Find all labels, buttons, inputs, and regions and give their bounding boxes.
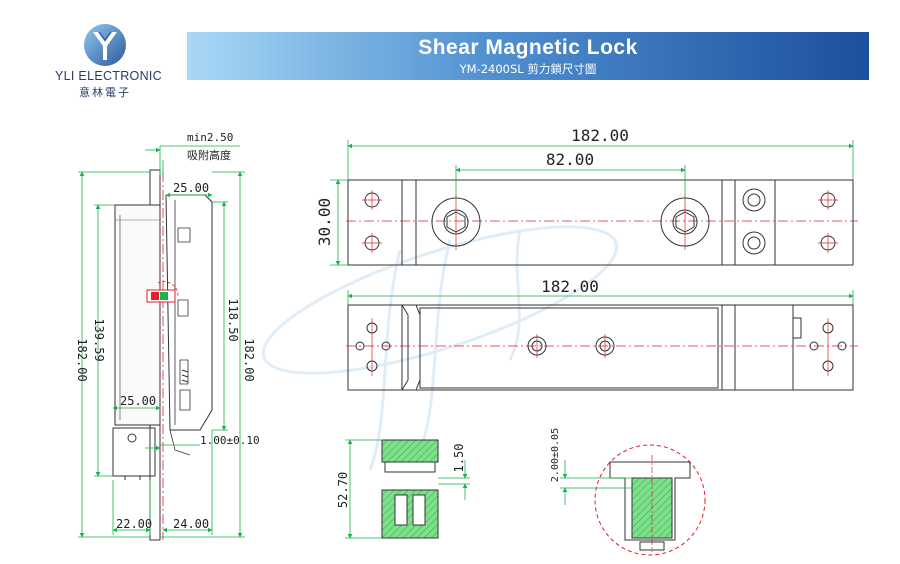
top-view-holes — [364, 188, 836, 255]
front-view-body — [347, 304, 854, 391]
dim-top-height: 30.00 — [315, 198, 334, 246]
dim-gap: 1.00±0.10 — [200, 434, 260, 447]
top-view: 182.00 82.00 30.00 — [315, 126, 858, 266]
section-top-block — [381, 439, 439, 463]
dim-section-gap: 1.50 — [452, 444, 466, 473]
dim-top-width: 25.00 — [173, 181, 209, 195]
dim-base-left: 22.00 — [116, 517, 152, 531]
watermark — [261, 225, 619, 471]
detail-bolt: 2.00±0.05 — [550, 428, 706, 556]
side-view: min2.50 吸附高度 25.00 182.00 139.59 118.50 … — [75, 131, 260, 541]
brand-name-en: YLI ELECTRONIC — [55, 69, 163, 83]
dim-height-mid: 118.50 — [226, 298, 240, 341]
yli-logo-icon — [84, 24, 126, 66]
brand-name-zh: 意林電子 — [79, 86, 131, 99]
dim-section-height: 52.70 — [336, 472, 350, 508]
dim-bolt-tolerance: 2.00±0.05 — [550, 428, 561, 482]
dim-height-inner: 139.59 — [92, 318, 106, 361]
title-banner: Shear Magnetic Lock YM-2400SL 剪力鎖尺寸圖 — [187, 32, 869, 80]
brand-logo: YLI ELECTRONIC 意林電子 — [55, 22, 163, 102]
dim-hole-spacing: 82.00 — [546, 150, 594, 169]
detail-section: 52.70 1.50 — [336, 439, 470, 539]
dim-min-gap-note: 吸附高度 — [187, 148, 231, 162]
side-lock-body — [114, 204, 161, 426]
dim-lower-width: 25.00 — [120, 394, 156, 408]
front-view: 182.00 — [346, 277, 858, 391]
dim-height-total-left: 182.00 — [75, 338, 89, 381]
side-armature — [165, 194, 213, 431]
dim-front-length: 182.00 — [541, 277, 599, 296]
page-subtitle: YM-2400SL 剪力鎖尺寸圖 — [459, 62, 597, 76]
page-title: Shear Magnetic Lock — [418, 36, 638, 59]
side-connector — [112, 427, 156, 477]
top-view-body — [347, 179, 854, 266]
section-bottom-block — [381, 489, 439, 539]
dim-top-length: 182.00 — [571, 126, 629, 145]
dim-height-total-right: 182.00 — [242, 338, 256, 381]
dim-base-right: 24.00 — [173, 517, 209, 531]
dim-min-gap: min2.50 — [187, 131, 233, 144]
